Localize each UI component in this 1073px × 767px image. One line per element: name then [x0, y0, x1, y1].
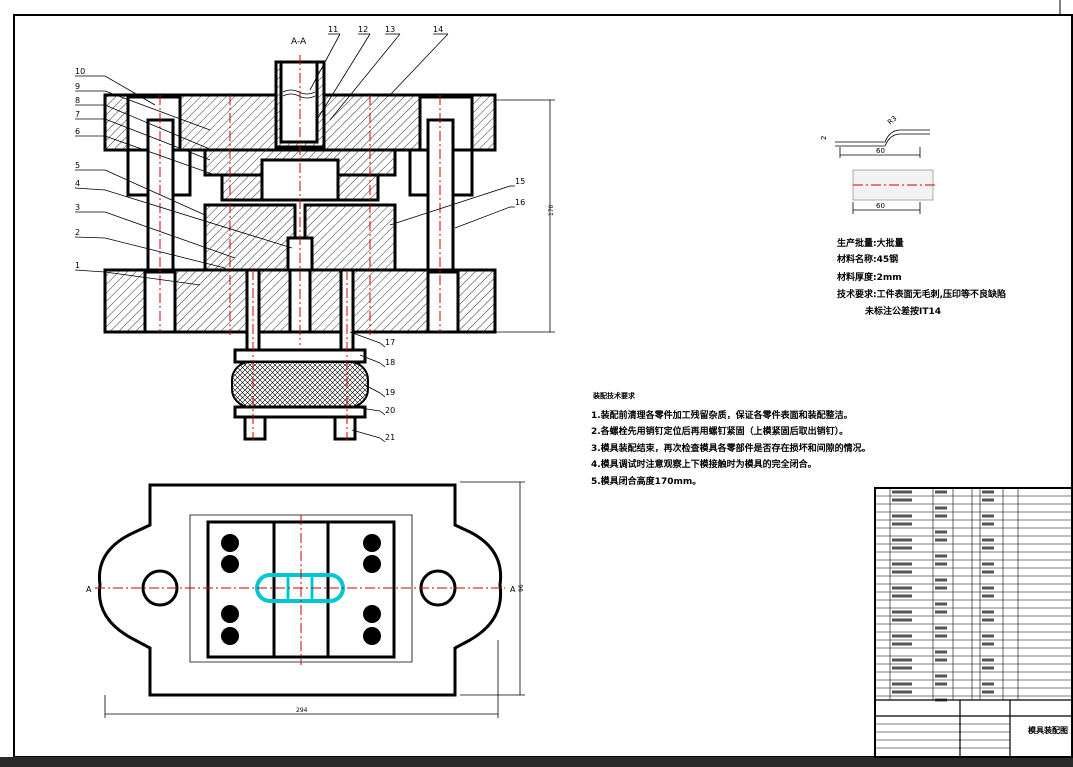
part-number-1: 1: [75, 261, 80, 270]
part-number-12: 12: [358, 25, 368, 34]
part-number-15: 15: [515, 177, 525, 186]
leader-line-9: [104, 90, 211, 131]
wp-length: 60: [876, 147, 885, 155]
production-batch: 生产批量:大批量: [837, 237, 904, 249]
leader-line-16: [454, 206, 511, 229]
leader-line-12: [317, 33, 371, 119]
part-number-11: 11: [328, 25, 338, 34]
part-number-8: 8: [75, 96, 80, 105]
dim-right: 96: [518, 584, 525, 592]
leader-line-2: [104, 237, 226, 269]
requirements-title: 装配技术要求: [592, 391, 636, 400]
dim-height: 170: [548, 204, 555, 216]
part-number-18: 18: [385, 358, 395, 367]
part-number-17: 17: [385, 338, 395, 347]
lower-seat-outline: [97, 483, 503, 697]
leader-line-5: [104, 169, 206, 216]
part-number-6: 6: [75, 127, 80, 136]
part-number-9: 9: [75, 82, 80, 91]
part-number-20: 20: [385, 406, 395, 415]
leader-line-3: [104, 211, 236, 259]
leader-line-10: [104, 75, 156, 106]
lower-die-right: [303, 203, 397, 272]
wp-width: 60: [876, 202, 885, 210]
part-number-3: 3: [75, 203, 80, 212]
requirement-3: 3.模具装配结束，再次检查模具各零部件是否存在损坏和间隙的情况。: [591, 442, 871, 454]
requirement-2: 2.各螺栓先用销钉定位后再用螺钉紧固（上模紧固后取出销钉）。: [591, 425, 848, 437]
requirement-4: 4.模具调试时注意观察上下模接触时为模具的完全闭合。: [591, 458, 817, 470]
part-number-16: 16: [515, 198, 525, 207]
drawing-title: 模具装配图: [1028, 725, 1068, 735]
section-view: A-A: [103, 37, 555, 441]
view-mark-left: A: [86, 585, 92, 594]
leader-line-4: [104, 189, 293, 249]
part-number-2: 2: [75, 228, 80, 237]
part-number-4: 4: [75, 179, 80, 188]
wp-thickness: 2: [820, 136, 828, 140]
leader-line-8: [104, 104, 213, 151]
tech-requirement: 技术要求:工件表面无毛刺,压印等不良缺陷: [837, 288, 1006, 300]
leader-line-19: [364, 384, 381, 394]
requirement-1: 1.装配前清理各零件加工残留杂质，保证各零件表面和装配整洁。: [591, 409, 853, 421]
requirement-5: 5.模具闭合高度170mm。: [591, 475, 701, 487]
part-number-13: 13: [385, 25, 395, 34]
rubber-buffer: [231, 361, 369, 408]
section-label: A-A: [291, 37, 307, 47]
lower-die-left: [203, 203, 297, 272]
buffer-top-plate: [233, 348, 367, 364]
leader-line-14: [389, 33, 449, 96]
material-name: 材料名称:45钢: [836, 253, 898, 265]
production-info: 生产批量:大批量 材料名称:45钢 材料厚度:2mm 技术要求:工件表面无毛刺,…: [836, 237, 1006, 317]
leader-line-13: [329, 33, 401, 121]
part-number-5: 5: [75, 161, 80, 170]
leader-line-21: [351, 429, 381, 439]
leader-line-18: [359, 354, 381, 364]
view-mark-right: A: [510, 585, 516, 594]
leader-line-11: [309, 33, 341, 91]
leader-line-1: [104, 271, 201, 286]
leader-line-7: [104, 118, 211, 161]
part-number-21: 21: [385, 433, 395, 442]
workpiece-drawing: 60 R3 2 60: [820, 114, 935, 214]
dim-width: 294: [296, 707, 308, 714]
tolerance-note: 未标注公差按IT14: [864, 305, 941, 317]
leader-line-17: [349, 331, 381, 344]
part-number-7: 7: [75, 110, 80, 119]
part-number-14: 14: [433, 25, 443, 34]
leader-line-15: [389, 185, 511, 226]
material-thickness: 材料厚度:2mm: [836, 271, 902, 283]
plan-view: A A 294 96: [86, 481, 525, 718]
part-number-19: 19: [385, 388, 395, 397]
leader-line-20: [359, 407, 381, 412]
assembly-requirements: 装配技术要求 1.装配前清理各零件加工残留杂质，保证各零件表面和装配整洁。 2.…: [591, 391, 871, 487]
title-block: 模具装配图: [1028, 725, 1068, 735]
leader-line-6: [104, 135, 216, 176]
part-number-10: 10: [75, 67, 85, 76]
bill-of-materials: [874, 487, 1073, 758]
buffer-bottom-plate: [233, 405, 367, 419]
